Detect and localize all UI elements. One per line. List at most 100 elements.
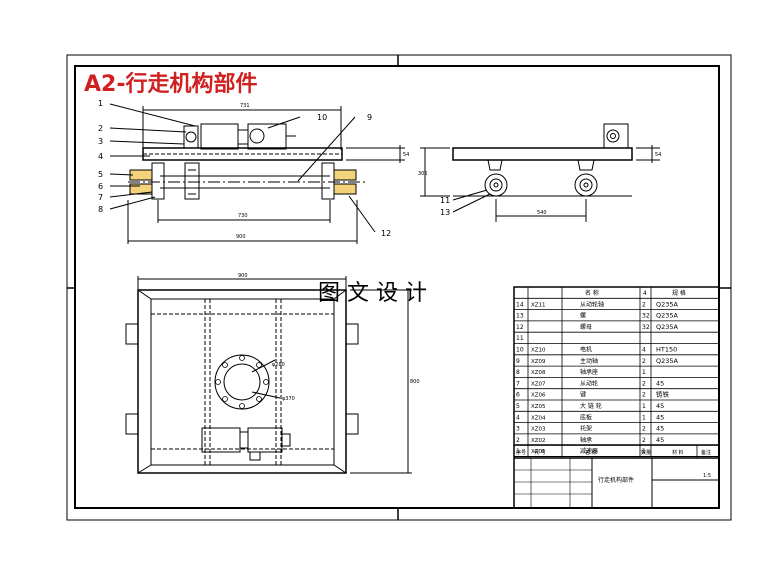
bom-row-material: Q235A: [656, 357, 679, 365]
bom-row-name: 键: [580, 391, 586, 399]
plan-view: 900: [125, 273, 420, 474]
callout-10: 10: [317, 113, 327, 122]
callouts: 1 2 3 4 5 6 7 8 9 10 11 12 13: [98, 99, 450, 238]
bom-row-no: 12: [516, 324, 524, 331]
side-view: 540 305 54: [418, 123, 661, 222]
bom-row-qty: 1: [642, 448, 646, 455]
bom-row-no: 1: [516, 448, 520, 455]
bom-row-no: 11: [516, 335, 524, 342]
bom-row-name: 螺母: [580, 323, 592, 331]
bom-row-no: 4: [516, 414, 520, 421]
bom-row-no: 13: [516, 313, 524, 320]
bom-row-qty: 1: [642, 369, 646, 376]
bom-row-no: 7: [516, 380, 520, 387]
callout-1: 1: [98, 99, 103, 108]
svg-text:900: 900: [238, 273, 248, 279]
callout-2: 2: [98, 124, 103, 133]
svg-text:540: 540: [537, 210, 547, 216]
callout-12: 12: [381, 229, 391, 238]
drawing-name: 行走机构部件: [598, 476, 634, 484]
bom-row-material: 45: [656, 436, 664, 444]
bom-row-code: XZ04: [531, 415, 546, 421]
svg-text:φ280: φ280: [272, 362, 285, 368]
bom-row-qty: 2: [642, 437, 646, 444]
svg-text:800: 800: [410, 379, 420, 385]
bom-row-no: 9: [516, 358, 520, 365]
svg-text:φ370: φ370: [282, 396, 295, 402]
bom-row-name: 减速器: [580, 447, 598, 455]
bom-row-no: 10: [516, 347, 524, 354]
bom-row-no: 8: [516, 369, 520, 376]
bom-row-material: 45: [656, 413, 664, 421]
bom-row-code: XZ10: [531, 348, 546, 354]
callout-11: 11: [440, 196, 450, 205]
bom-row-code: XZ07: [531, 381, 546, 387]
bom-row-code: XZ08: [531, 370, 546, 376]
bom-header-cell: 序号: [516, 449, 526, 456]
bom-row-name: 大 链 轮: [580, 402, 602, 410]
bom-row-material: 45: [656, 379, 664, 387]
drawing-title: A2-行走机构部件: [84, 71, 257, 97]
svg-text:305: 305: [418, 171, 428, 177]
bom-top-header-spec: 规 格: [672, 289, 686, 297]
callout-4: 4: [98, 152, 103, 161]
bom-header-cell: 材 料: [672, 449, 684, 456]
bom-row-name: 托架: [580, 425, 592, 433]
bom-row-qty: 32: [642, 313, 650, 320]
bom-row-material: Q235A: [656, 323, 679, 331]
bom-row-no: 14: [516, 301, 524, 308]
bom-row-name: 轴承: [580, 436, 592, 444]
callout-7: 7: [98, 193, 103, 202]
bom-row-qty: 1: [642, 403, 646, 410]
bom-row-qty: 2: [642, 380, 646, 387]
callout-5: 5: [98, 170, 103, 179]
bom-row-code: XZ05: [531, 404, 546, 410]
svg-text:731: 731: [240, 103, 250, 109]
front-view: 731 730 900: [109, 103, 409, 244]
bom-row-no: 3: [516, 426, 520, 433]
callout-3: 3: [98, 137, 103, 146]
bom-row-code: XZ09: [531, 359, 546, 365]
bom-header-cell: 名 称: [585, 449, 597, 456]
bom-row-no: 2: [516, 437, 520, 444]
bom-row-name: 从动轮: [580, 379, 598, 387]
overlay-text: 图 文 设 计: [318, 281, 427, 306]
scale-value: 1:5: [703, 473, 711, 479]
bom-row-code: XZ02: [531, 438, 546, 444]
bom-row-qty: 4: [642, 347, 646, 354]
bom-row-qty: 2: [642, 392, 646, 399]
bom-header-cell: 备注: [701, 449, 711, 456]
bom-row-code: XZ11: [531, 302, 546, 308]
bom-row-material: 45: [656, 402, 664, 410]
bom-row-name: 轴承座: [580, 368, 598, 376]
bom-row-material: 45: [656, 425, 664, 433]
svg-text:730: 730: [238, 213, 248, 219]
svg-text:900: 900: [236, 234, 246, 240]
callout-6: 6: [98, 182, 103, 191]
svg-text:54: 54: [655, 152, 661, 158]
bom-row-qty: 2: [642, 426, 646, 433]
bom-row-qty: 2: [642, 301, 646, 308]
bom-header-cell: 代 号: [534, 449, 546, 456]
bom-row-material: Q235A: [656, 312, 679, 320]
bom-row-material: 铸铁: [656, 390, 670, 399]
bom-row-name: 底板: [580, 413, 592, 421]
bom-row-material: HT150: [656, 346, 677, 354]
bom-top-header-qty: 4: [643, 290, 647, 297]
bom-row-code: XZ01: [531, 449, 546, 455]
bom-row-name: 从动轮轴: [580, 300, 604, 308]
bom-row-qty: 2: [642, 358, 646, 365]
bom-header-cell: 数量: [641, 449, 651, 456]
callout-9: 9: [367, 113, 372, 122]
bom-row-material: Q235A: [656, 300, 679, 308]
bom-top-header-name: 名 称: [585, 289, 599, 297]
bom-row-qty: 32: [642, 324, 650, 331]
bom-row-name: 螺: [580, 312, 586, 320]
bom-row-no: 6: [516, 392, 520, 399]
callout-8: 8: [98, 205, 103, 214]
svg-text:54: 54: [403, 152, 409, 158]
bom-row-code: XZ03: [531, 427, 546, 433]
callout-13: 13: [440, 208, 450, 217]
